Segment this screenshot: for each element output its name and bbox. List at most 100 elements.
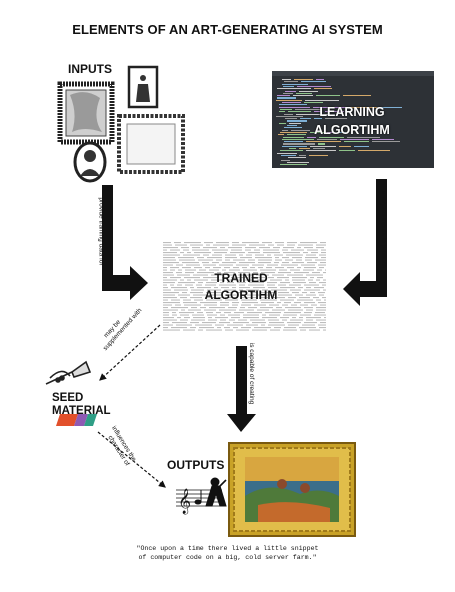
code-field-token — [280, 299, 294, 301]
code-field-token — [268, 287, 277, 289]
code-field-token — [318, 292, 325, 294]
code-field-token — [191, 307, 197, 309]
code-field-token — [260, 299, 277, 301]
code-field-token — [171, 327, 187, 329]
code-field-token — [199, 327, 214, 329]
code-field-token — [270, 329, 280, 331]
code-field-token — [185, 272, 194, 274]
code-field-token — [306, 317, 321, 319]
code-field-token — [298, 287, 303, 289]
code-line-segment — [319, 136, 344, 138]
code-field-token — [163, 294, 175, 296]
code-field-token — [183, 329, 195, 331]
code-field-token — [222, 269, 226, 271]
code-line-segment — [301, 81, 326, 83]
code-field-token — [185, 284, 193, 286]
code-field-token — [170, 267, 179, 269]
code-field-token — [280, 317, 289, 319]
code-field-token — [282, 257, 289, 259]
code-field-token — [254, 327, 271, 329]
code-field-token — [236, 292, 247, 294]
code-field-token — [258, 267, 263, 269]
code-field-token — [179, 312, 194, 314]
code-line-segment — [285, 118, 297, 120]
code-field-token — [177, 317, 181, 319]
code-field-token — [245, 279, 254, 281]
code-line-segment — [283, 136, 304, 138]
code-line-segment — [307, 136, 316, 138]
code-line-segment — [299, 148, 310, 150]
code-field-token — [291, 304, 297, 306]
code-field-token — [304, 302, 315, 304]
code-field-token — [232, 302, 239, 304]
code-line-segment — [282, 83, 308, 85]
code-field-token — [246, 289, 259, 291]
code-field-token — [252, 322, 266, 324]
code-field-token — [232, 304, 238, 306]
code-field-token — [262, 317, 277, 319]
code-field-token — [309, 282, 316, 284]
code-field-token — [323, 272, 326, 274]
code-field-token — [228, 314, 240, 316]
code-field-token — [311, 304, 317, 306]
code-field-token — [303, 269, 314, 271]
code-line-segment — [313, 148, 325, 150]
code-field-token — [172, 312, 176, 314]
code-field-token — [303, 252, 308, 254]
code-line-segment — [281, 159, 290, 161]
code-field-token — [241, 299, 257, 301]
code-field-token — [197, 287, 211, 289]
code-field-token — [242, 267, 247, 269]
code-field-token — [174, 289, 188, 291]
code-field-token — [228, 279, 242, 281]
seed-color-swatches — [56, 414, 97, 426]
code-field-token — [206, 329, 222, 331]
code-field-token — [163, 262, 179, 264]
code-field-token — [285, 279, 289, 281]
code-field-token — [177, 274, 190, 276]
code-line-segment — [280, 131, 307, 134]
code-field-token — [180, 319, 188, 321]
code-field-token — [284, 302, 291, 304]
code-field-token — [225, 257, 237, 259]
code-field-token — [231, 249, 242, 251]
code-field-token — [233, 322, 249, 324]
code-field-token — [270, 279, 282, 281]
code-field-token — [203, 264, 216, 266]
code-field-token — [252, 264, 264, 266]
code-field-token — [181, 247, 189, 249]
code-field-token — [322, 297, 326, 299]
code-field-token — [226, 292, 233, 294]
code-field-token — [306, 319, 313, 321]
code-line-segment — [284, 113, 293, 115]
code-line-segment — [349, 106, 377, 108]
gilded-painting-icon — [228, 442, 356, 537]
code-field-token — [292, 292, 299, 294]
code-field-token — [220, 314, 225, 316]
code-field-token — [217, 272, 221, 274]
code-field-token — [203, 277, 219, 279]
code-field-token — [225, 254, 236, 256]
code-field-token — [321, 252, 326, 254]
trained-algorithm-line-2: ALGORTIHM — [204, 288, 278, 302]
code-line-segment — [287, 161, 309, 163]
code-field-token — [183, 254, 200, 256]
code-field-token — [309, 329, 320, 331]
code-field-token — [220, 282, 224, 284]
code-field-token — [258, 262, 271, 264]
code-line-segment — [295, 108, 321, 111]
code-field-token — [271, 289, 287, 291]
code-line-segment — [289, 122, 301, 124]
caption: "Once upon a time there lived a little s… — [0, 544, 455, 562]
code-field-token — [282, 249, 288, 251]
code-field-token — [248, 252, 260, 254]
code-field-token — [220, 247, 225, 249]
code-line-segment — [372, 141, 400, 143]
code-field-token — [268, 319, 279, 321]
code-field-token — [304, 284, 319, 286]
code-field-token — [227, 274, 235, 276]
code-line-segment — [327, 131, 335, 134]
code-field-token — [316, 279, 320, 281]
code-field-token — [222, 277, 228, 279]
code-field-token — [163, 272, 173, 274]
